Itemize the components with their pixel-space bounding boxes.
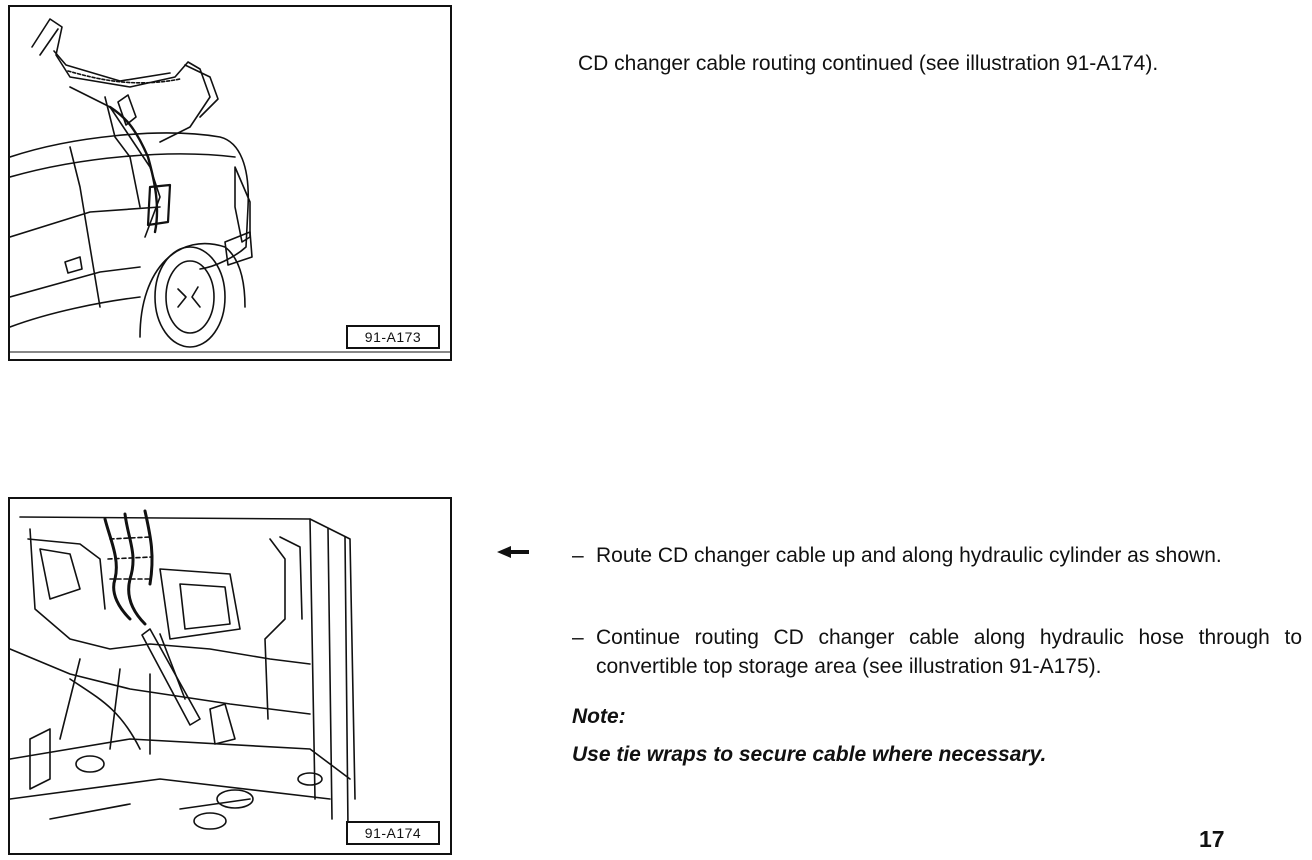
illustration-car-rear: 91-A173 bbox=[8, 5, 452, 361]
left-arrow-icon bbox=[497, 546, 529, 558]
figure-label: 91-A174 bbox=[346, 821, 440, 845]
note-heading: Note: bbox=[572, 705, 626, 728]
storage-area-drawing bbox=[10, 509, 356, 830]
car-rear-drawing bbox=[10, 18, 450, 353]
illustration-storage-area: 91-A174 bbox=[8, 497, 452, 855]
instruction-step-2: – Continue routing CD changer cable alon… bbox=[572, 623, 1302, 681]
instruction-step-1: – Route CD changer cable up and along hy… bbox=[572, 541, 1302, 570]
step-dash: – bbox=[572, 544, 584, 567]
step-dash: – bbox=[572, 626, 584, 649]
note-body: Use tie wraps to secure cable where nece… bbox=[572, 743, 1047, 766]
figure-label: 91-A173 bbox=[346, 325, 440, 349]
page-number: 17 bbox=[1199, 826, 1225, 852]
caption-text: CD changer cable routing continued (see … bbox=[578, 52, 1159, 75]
step-text: Continue routing CD changer cable along … bbox=[596, 626, 1302, 678]
step-text: Route CD changer cable up and along hydr… bbox=[596, 544, 1222, 567]
